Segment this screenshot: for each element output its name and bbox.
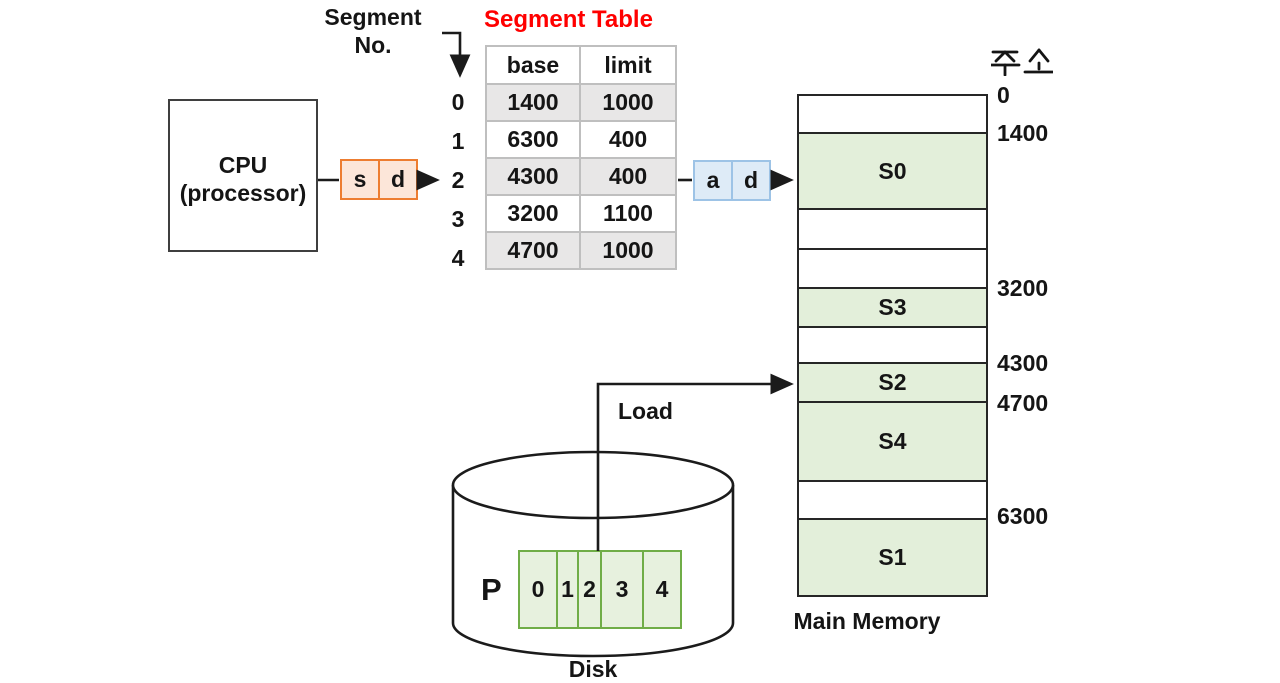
- disk-cell-0: 0: [518, 550, 558, 629]
- main-memory-column: S0 S3 S2 S4 S1: [797, 94, 988, 597]
- logical-address-register: s d: [340, 159, 418, 200]
- cpu-box: CPU (processor): [168, 99, 318, 252]
- memory-free-block: [799, 482, 986, 520]
- memory-free-block: [799, 96, 986, 134]
- memory-free-block: [799, 328, 986, 364]
- memory-address-6300: 6300: [997, 503, 1049, 529]
- segment-table-title: Segment Table: [484, 6, 653, 33]
- segment-table: base limit 1400 1000 6300 400 4300 400 3…: [485, 45, 677, 270]
- disk-cell-3: 3: [600, 550, 644, 629]
- main-memory-caption: Main Memory: [793, 608, 941, 634]
- disk-cell-1: 1: [556, 550, 579, 629]
- memory-free-block: [799, 250, 986, 289]
- disk-segment-cells: 0 1 2 3 4: [518, 550, 682, 629]
- memory-free-block: [799, 210, 986, 250]
- disk-process-label: P: [481, 572, 502, 607]
- memory-segment-s3: S3: [799, 289, 986, 328]
- segment-number-field: s: [353, 166, 367, 192]
- table-cell-limit: 1000: [581, 231, 675, 268]
- disk-caption: Disk: [568, 656, 618, 682]
- segment-index-2: 2: [451, 167, 465, 193]
- segment-no-label-line2: No.: [354, 31, 392, 58]
- memory-address-0: 0: [997, 82, 1010, 108]
- cpu-label: CPU: [218, 151, 268, 178]
- table-cell-limit: 400: [581, 120, 675, 157]
- disk-cell-4: 4: [642, 550, 682, 629]
- physical-offset-field: d: [731, 162, 769, 199]
- table-cell-base: 1400: [487, 83, 581, 120]
- memory-segment-s4: S4: [799, 403, 986, 482]
- physical-base-field: a: [706, 167, 720, 193]
- segment-index-4: 4: [451, 245, 465, 271]
- segment-no-label-line1: Segment: [324, 4, 422, 30]
- address-column-label-korean: [991, 48, 1053, 76]
- disk-cell-2: 2: [577, 550, 602, 629]
- memory-address-3200: 3200: [997, 275, 1049, 301]
- column-header-base: base: [487, 47, 581, 83]
- load-label: Load: [618, 398, 673, 424]
- memory-address-4700: 4700: [997, 390, 1049, 416]
- table-cell-limit: 1100: [581, 194, 675, 231]
- segment-index-3: 3: [451, 206, 465, 232]
- column-header-limit: limit: [581, 47, 675, 83]
- memory-segment-s1: S1: [799, 520, 986, 595]
- memory-segment-s0: S0: [799, 134, 986, 210]
- physical-address-register: a d: [693, 160, 771, 201]
- logical-offset-field: d: [378, 161, 416, 198]
- table-cell-base: 4300: [487, 157, 581, 194]
- table-cell-limit: 400: [581, 157, 675, 194]
- table-cell-base: 3200: [487, 194, 581, 231]
- segment-no-label: Segment No.: [316, 4, 430, 59]
- memory-address-4300: 4300: [997, 350, 1049, 376]
- memory-address-1400: 1400: [997, 120, 1049, 146]
- segment-index-1: 1: [451, 128, 465, 154]
- segment-index-0: 0: [451, 89, 465, 115]
- memory-segment-s2: S2: [799, 364, 986, 403]
- table-cell-base: 4700: [487, 231, 581, 268]
- table-cell-limit: 1000: [581, 83, 675, 120]
- table-cell-base: 6300: [487, 120, 581, 157]
- cpu-sublabel: (processor): [179, 179, 307, 206]
